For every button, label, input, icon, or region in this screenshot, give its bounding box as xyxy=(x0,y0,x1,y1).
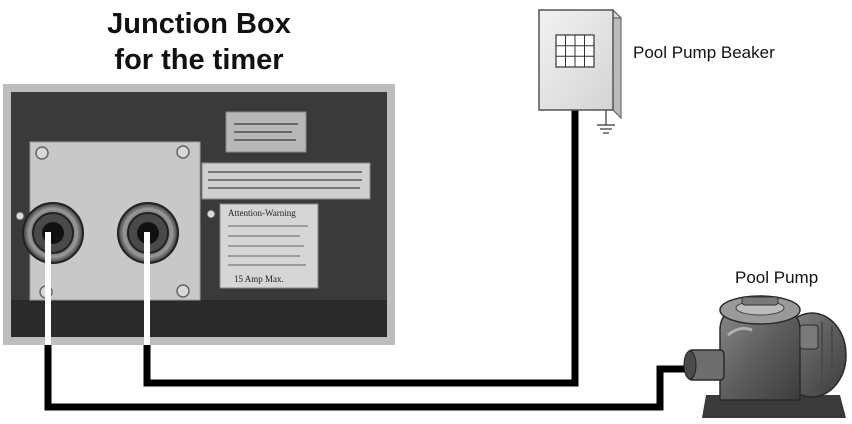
screw-icon xyxy=(16,212,24,220)
cable-gland-left xyxy=(23,203,83,263)
title-line-1: Junction Box xyxy=(107,8,291,40)
plate-header: Attention-Warning xyxy=(228,208,296,218)
pump-outlet xyxy=(800,325,818,349)
pump-label: Pool Pump xyxy=(735,268,818,287)
pump-lid-handle xyxy=(742,297,778,305)
junction-box-photo: Attention-Warning 15 Amp Max. xyxy=(3,84,395,345)
screw-icon xyxy=(177,285,189,297)
title-line-2: for the timer xyxy=(114,44,283,76)
grid-icon xyxy=(556,35,594,67)
breaker-box-side xyxy=(613,10,621,118)
breaker-box xyxy=(539,10,621,118)
photo-shadow-band xyxy=(11,300,387,337)
pool-pump-image xyxy=(684,296,846,418)
screw-icon xyxy=(207,210,215,218)
screw-icon xyxy=(36,147,48,159)
plate-footer: 15 Amp Max. xyxy=(234,274,284,284)
pump-inlet-opening xyxy=(684,351,696,379)
breaker-label: Pool Pump Beaker xyxy=(633,43,775,62)
ground-icon xyxy=(597,110,615,133)
screw-icon xyxy=(177,146,189,158)
